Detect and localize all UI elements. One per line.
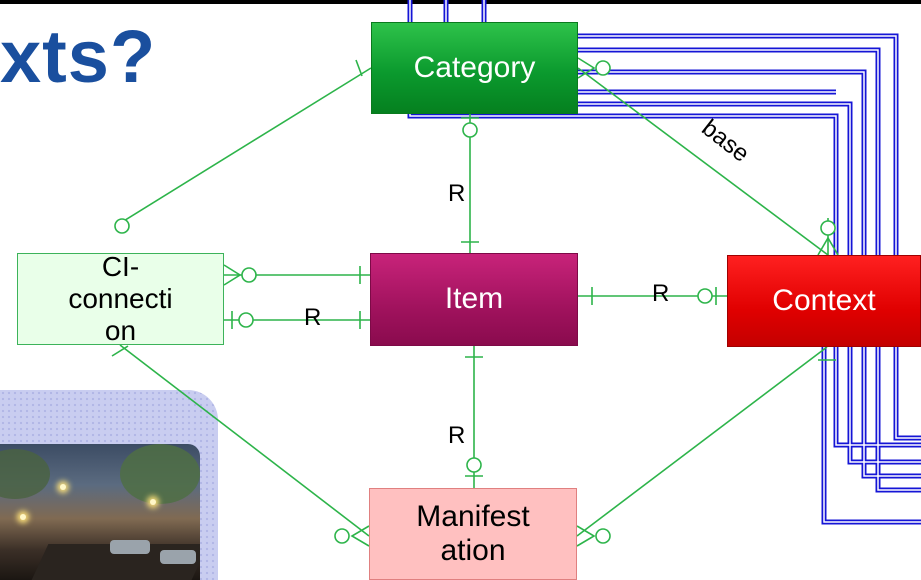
relationship-connectors — [111, 57, 839, 547]
relation-label-item-manifestation: R — [448, 422, 466, 449]
entity-ci-connection-label: CI- connecti on — [68, 250, 173, 347]
photo-car — [110, 540, 150, 554]
street-photo — [0, 444, 200, 580]
top-border-line — [0, 0, 921, 4]
entity-item-label: Item — [444, 282, 504, 316]
entity-category[interactable]: Category — [371, 22, 578, 114]
entity-manifestation-label: Manifest ation — [416, 499, 530, 568]
relation-label-item-context: R — [652, 280, 670, 307]
photo-car — [160, 550, 196, 564]
entity-manifestation[interactable]: Manifest ation — [369, 488, 577, 580]
photo-street-lamp — [60, 484, 66, 490]
photo-street-lamp — [20, 514, 26, 520]
entity-ci-connection[interactable]: CI- connecti on — [17, 250, 224, 347]
entity-context-label: Context — [772, 283, 876, 317]
photo-tree-right — [120, 444, 200, 504]
entity-context[interactable]: Context — [727, 255, 921, 347]
relation-label-category-item: R — [448, 180, 466, 207]
entity-category-label: Category — [413, 50, 536, 84]
relation-label-ci-item: R — [304, 304, 322, 331]
entity-item[interactable]: Item — [370, 253, 578, 346]
photo-street-lamp — [150, 499, 156, 505]
slide-heading: xts? — [0, 15, 157, 98]
